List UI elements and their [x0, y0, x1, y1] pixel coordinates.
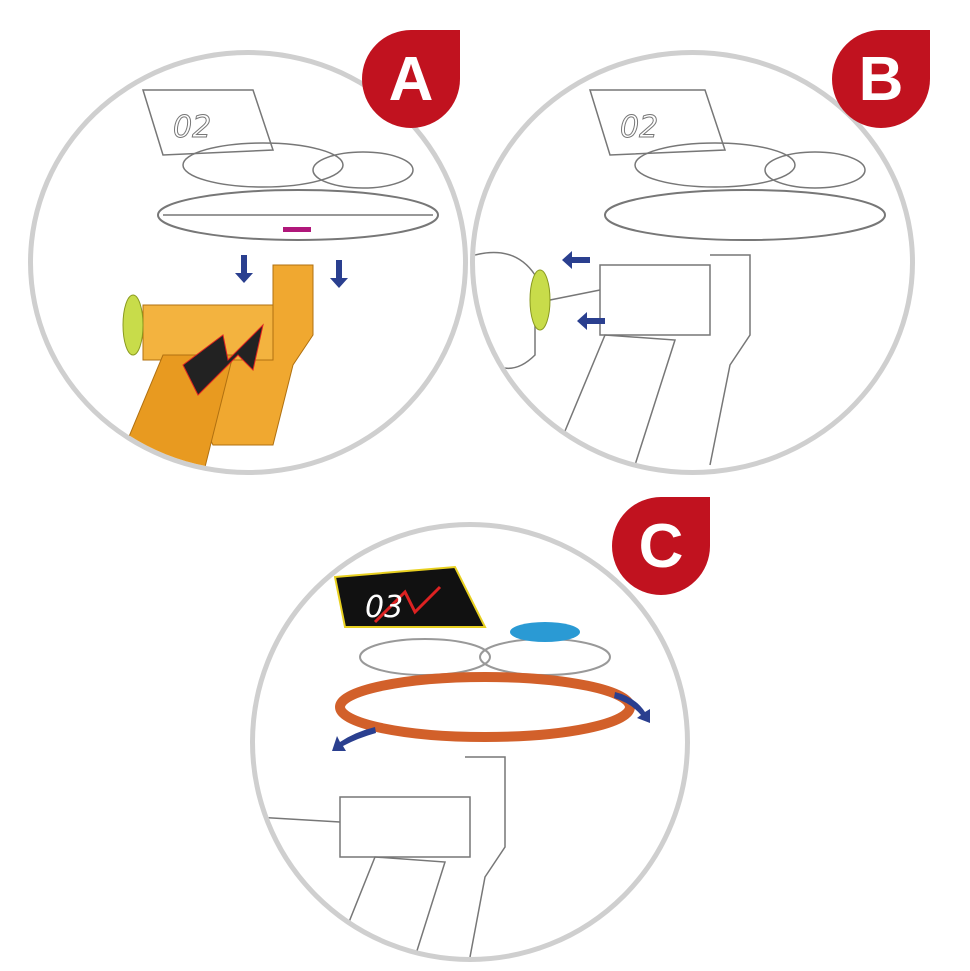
step-b-illustration: 02	[475, 89, 886, 466]
step-b-panel: 02	[470, 50, 915, 475]
step-badge-b: B	[832, 30, 930, 128]
drone-number: 02	[620, 110, 658, 145]
drone-number: 02	[173, 110, 211, 145]
step-badge-c: C	[612, 497, 710, 595]
rotation-arrow-icon	[332, 692, 650, 751]
step-a-illustration: 02	[114, 89, 439, 470]
step-c-illustration: 03	[255, 565, 650, 957]
step-badge-a: A	[362, 30, 460, 128]
left-arrow-icon	[562, 251, 605, 330]
launcher	[114, 264, 314, 470]
down-arrow-icon	[235, 255, 348, 288]
rotor	[335, 672, 635, 742]
trigger-handle	[529, 269, 551, 331]
launcher	[255, 756, 506, 957]
drone-number: 03	[365, 590, 403, 625]
step-c-panel: 03	[250, 522, 690, 962]
